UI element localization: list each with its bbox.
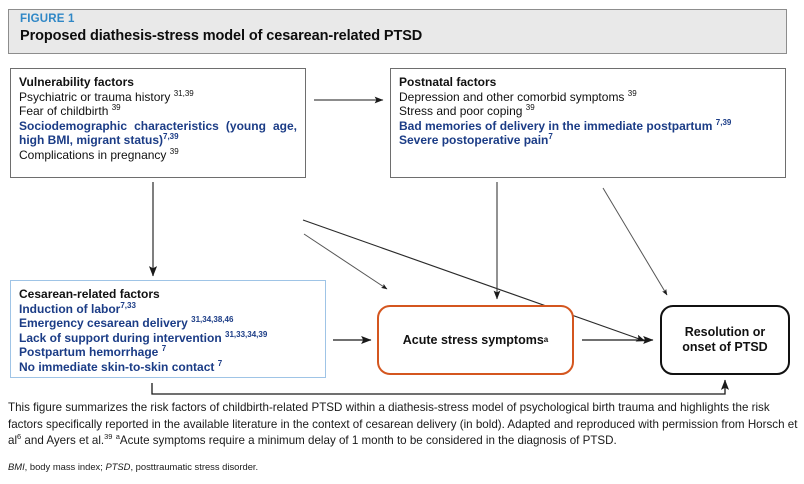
list-item: Induction of labor7,33 xyxy=(19,300,317,317)
list-item: Sociodemographic characteristics (young … xyxy=(19,119,297,148)
box-resolution-or-onset-ptsd: Resolution or onset of PTSD xyxy=(660,305,790,375)
figure-label: FIGURE 1 xyxy=(20,13,75,25)
list-item: Fear of childbirth 39 xyxy=(19,104,297,119)
caption-part2: and Ayers et al. xyxy=(21,434,105,447)
caption-ref1: 6 xyxy=(17,432,22,442)
abbr-bmi-def: , body mass index; xyxy=(24,461,106,472)
item-refs: 7 xyxy=(161,344,167,353)
item-text: No immediate skin-to-skin contact xyxy=(19,359,215,374)
item-refs: 39 xyxy=(525,103,535,112)
caption-ref3: a xyxy=(115,432,120,442)
abbr-ptsd-def: , posttraumatic stress disorder. xyxy=(130,461,259,472)
list-item: Postpartum hemorrhage 7 xyxy=(19,345,317,360)
box-title-vulnerability: Vulnerability factors xyxy=(19,75,134,89)
arrow-cesarean-feedback-to-resolution xyxy=(151,379,730,395)
item-refs: 7 xyxy=(217,358,223,368)
item-refs: 39 xyxy=(111,103,121,112)
caption-part3: Acute symptoms require a minimum delay o… xyxy=(119,434,617,447)
abbr-bmi: BMI xyxy=(8,461,25,472)
item-refs: 7,33 xyxy=(120,300,136,310)
item-refs: 39 xyxy=(627,88,637,98)
list-item: Lack of support during intervention 31,3… xyxy=(19,329,317,346)
item-text: Depression and other comorbid symptoms xyxy=(399,89,625,104)
item-text: Severe postoperative pain xyxy=(399,133,549,147)
list-item: No immediate skin-to-skin contact 7 xyxy=(19,358,317,375)
item-refs: 7 xyxy=(548,132,553,141)
item-text: Stress and poor coping xyxy=(399,104,523,118)
resolution-label-line1: Resolution or xyxy=(684,325,766,339)
item-text: Lack of support during intervention xyxy=(19,330,222,345)
diagram-canvas: Vulnerability factors Psychiatric or tra… xyxy=(0,58,804,395)
item-refs: 31,34,38,46 xyxy=(191,315,234,324)
figure-abbreviations: BMI, body mass index; PTSD, posttraumati… xyxy=(8,461,798,473)
resolution-label-line2: onset of PTSD xyxy=(682,340,768,354)
page-title: Proposed diathesis-stress model of cesar… xyxy=(20,28,423,44)
item-refs: 7,39 xyxy=(715,117,732,127)
item-refs: 39 xyxy=(169,146,179,156)
list-item: Emergency cesarean delivery 31,34,38,46 xyxy=(19,316,317,331)
box-title-cesarean: Cesarean-related factors xyxy=(19,287,160,301)
item-text: Complications in pregnancy xyxy=(19,147,167,162)
item-text: Bad memories of delivery in the immediat… xyxy=(399,118,713,133)
box-title-postnatal: Postnatal factors xyxy=(399,75,497,89)
item-text: Sociodemographic characteristics (young … xyxy=(19,118,297,148)
abbr-ptsd: PTSD xyxy=(105,461,131,472)
box-vulnerability-factors: Vulnerability factors Psychiatric or tra… xyxy=(10,68,306,178)
list-item: Stress and poor coping 39 xyxy=(399,104,777,119)
list-item: Depression and other comorbid symptoms 3… xyxy=(399,88,777,105)
list-item: Psychiatric or trauma history 31,39 xyxy=(19,88,297,105)
figure-header-band xyxy=(8,9,787,54)
item-text: Induction of labor xyxy=(19,301,121,316)
item-refs: 31,39 xyxy=(173,88,194,98)
arrow-vulnerability-diagonal xyxy=(303,233,388,290)
list-item: Severe postoperative pain7 xyxy=(399,133,777,148)
arrow-connectors xyxy=(148,96,730,395)
arrow-postnatal-to-resolution xyxy=(602,187,668,296)
arrow-vulnerability-to-resolution xyxy=(302,219,646,342)
item-refs: 31,33,34,39 xyxy=(225,329,268,339)
acute-label: Acute stress symptoms xyxy=(402,332,544,347)
caption-ref2: 39 xyxy=(104,432,113,442)
item-text: Emergency cesarean delivery xyxy=(19,316,188,330)
item-refs: 7,39 xyxy=(163,132,179,141)
list-item: Complications in pregnancy 39 xyxy=(19,146,297,163)
list-item: Bad memories of delivery in the immediat… xyxy=(399,117,777,134)
item-text: Postpartum hemorrhage xyxy=(19,345,159,359)
caption-part1: This figure summarizes the risk factors … xyxy=(8,401,798,447)
box-postnatal-factors: Postnatal factors Depression and other c… xyxy=(390,68,786,178)
figure-caption: This figure summarizes the risk factors … xyxy=(8,400,798,450)
item-text: Psychiatric or trauma history xyxy=(19,89,171,104)
item-text: Fear of childbirth xyxy=(19,104,109,118)
box-cesarean-related-factors: Cesarean-related factors Induction of la… xyxy=(10,280,326,378)
